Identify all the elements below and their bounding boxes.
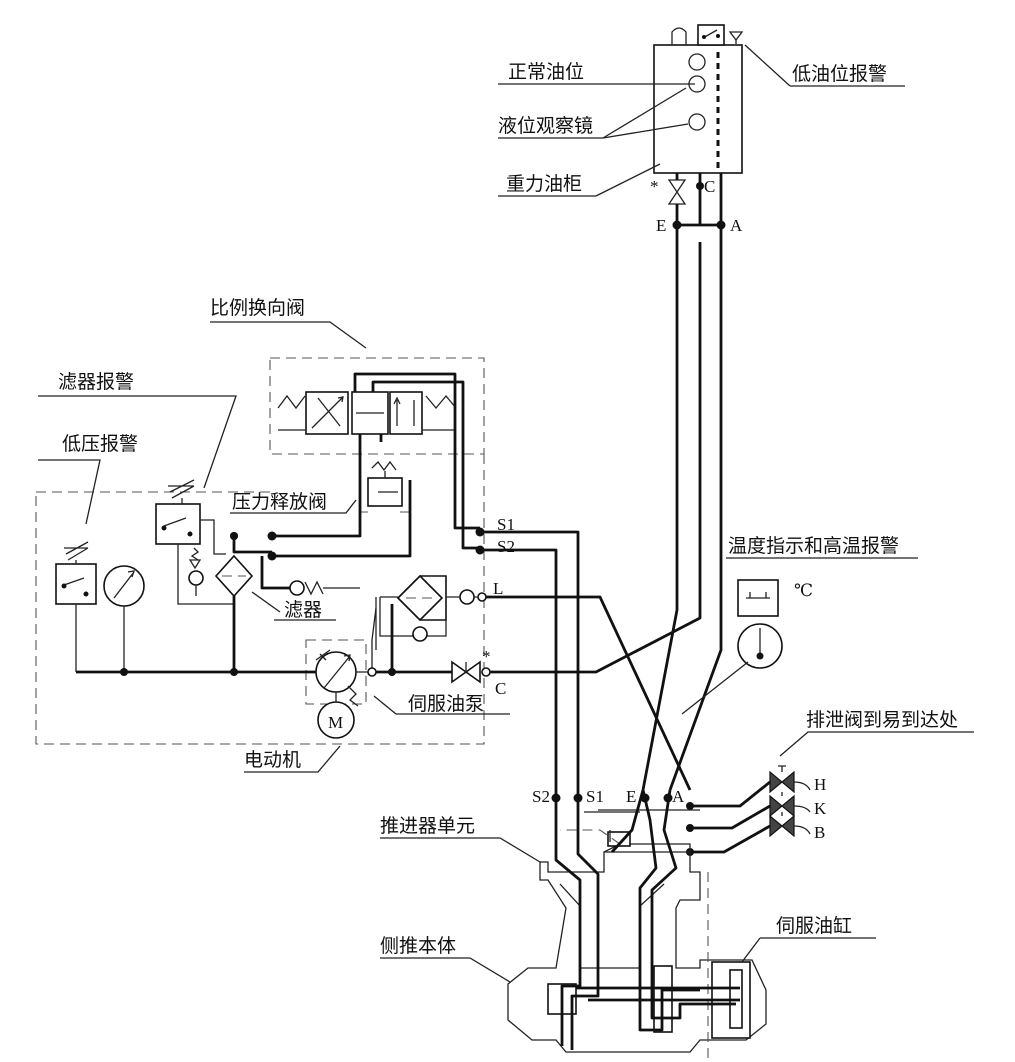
filter-switch [155,479,234,605]
servo-pump [76,604,454,707]
motor-m: M [328,713,343,732]
celsius-symbol: ℃ [794,581,813,600]
label-temp-alarm: 温度指示和高温报警 [728,535,899,557]
port-s2-top: S2 [497,537,515,556]
port-e-bottom: E [626,787,636,806]
port-k: K [814,799,827,818]
label-thruster-body: 侧推本体 [380,935,456,957]
port-s1-bottom: S1 [586,787,604,806]
pressure-switch-low [55,541,97,672]
label-prop-valve: 比例换向阀 [210,297,305,319]
prop-valve-group [269,357,485,455]
port-l: L [493,579,503,598]
label-servo-pump: 伺服油泵 [408,693,484,715]
piping [230,225,723,810]
temperature-instrument [681,557,918,715]
port-c-tank: C [704,177,715,196]
star-tank: * [650,177,659,196]
gravity-tank [653,24,744,174]
valve-c [451,660,491,684]
label-normal-level: 正常油位 [508,61,584,83]
left-leaders [38,321,876,983]
port-a-tank: A [730,216,743,235]
filter-main [188,532,254,672]
label-relief-valve: 压力释放阀 [232,491,327,513]
label-low-level-alarm: 低油位报警 [792,63,887,85]
check-valve-pump [289,580,360,596]
port-h: H [814,775,826,794]
port-s2-bottom: S2 [532,787,550,806]
port-a-bottom: A [672,787,685,806]
port-s1-top: S1 [497,515,515,534]
label-filter-alarm: 滤器报警 [58,371,134,393]
tank-leaders [498,44,905,197]
label-drain-valve: 排泄阀到易到达处 [806,709,958,731]
pressure-gauge [103,565,145,672]
motor [317,701,355,739]
label-thruster-unit: 推进器单元 [380,815,475,837]
label-servo-cylinder: 伺服油缸 [776,915,852,937]
thruster-pipes [551,789,740,1050]
label-low-pressure-alarm: 低压报警 [62,433,138,455]
thruster-body [507,809,767,1062]
label-filter: 滤器 [284,599,322,621]
star-c-pump: * [482,647,491,666]
port-c-pump: C [495,679,506,698]
drain-valves [686,731,974,856]
label-motor: 电动机 [244,749,301,771]
port-e-tank: E [656,216,666,235]
label-sight-glass: 液位观察镜 [498,115,593,137]
relief-valve [360,460,412,513]
label-gravity-tank: 重力油柜 [506,173,582,195]
port-b: B [814,823,825,842]
tank-outlets [667,173,726,230]
filter-return [375,574,487,650]
